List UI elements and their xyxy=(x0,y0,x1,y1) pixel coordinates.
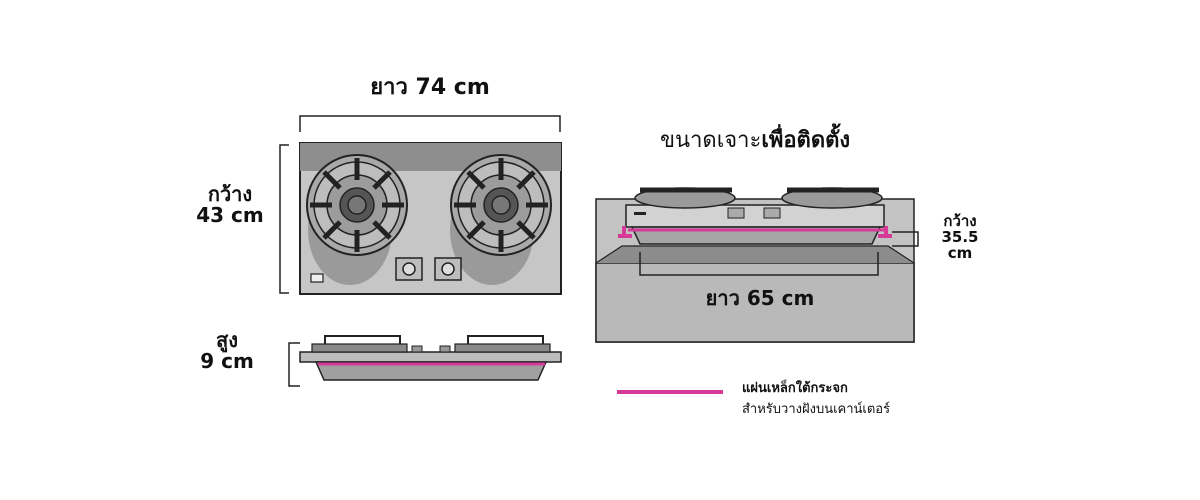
cutout-width-label: กว้าง 35.5 cm xyxy=(930,212,990,262)
burner-right-icon xyxy=(450,154,552,256)
side-view-hob xyxy=(299,335,562,381)
control-knobs-icon xyxy=(395,257,462,281)
counter-cutout-diagram xyxy=(595,187,919,343)
height-label: สูง 9 cm xyxy=(192,330,262,372)
height-dimension-bracket xyxy=(288,342,300,387)
width-label-line1: กว้าง xyxy=(207,182,253,206)
length-label: ยาว 74 cm xyxy=(370,75,490,100)
cutout-width-line2: 35.5 xyxy=(941,227,979,246)
height-label-line2: 9 cm xyxy=(200,349,254,373)
width-label: กว้าง 43 cm xyxy=(190,184,270,226)
cutout-length-bracket xyxy=(639,252,879,276)
cutout-width-bracket xyxy=(892,231,919,247)
cutout-length-label: ยาว 65 cm xyxy=(705,286,815,310)
legend: แผ่นเหล็กใต้กระจก สำหรับวางฝังบนเคาน์เตอ… xyxy=(742,377,890,419)
width-label-line2: 43 cm xyxy=(196,203,264,227)
cutout-width-line1: กว้าง xyxy=(943,212,977,230)
cutout-width-line3: cm xyxy=(947,243,973,262)
legend-subtitle: สำหรับวางฝังบนเคาน์เตอร์ xyxy=(742,402,891,417)
cutout-title-light: ขนาดเจาะ xyxy=(660,128,762,153)
height-label-line1: สูง xyxy=(216,328,238,352)
cutout-title-bold: เพื่อติดตั้ง xyxy=(761,128,851,153)
length-dimension-bracket xyxy=(299,115,561,132)
burner-left-icon xyxy=(306,154,408,256)
legend-title: แผ่นเหล็กใต้กระจก xyxy=(742,381,848,396)
cutout-title: ขนาดเจาะเพื่อติดตั้ง xyxy=(660,122,850,157)
width-dimension-bracket xyxy=(279,144,289,294)
indicator-light xyxy=(310,273,324,283)
